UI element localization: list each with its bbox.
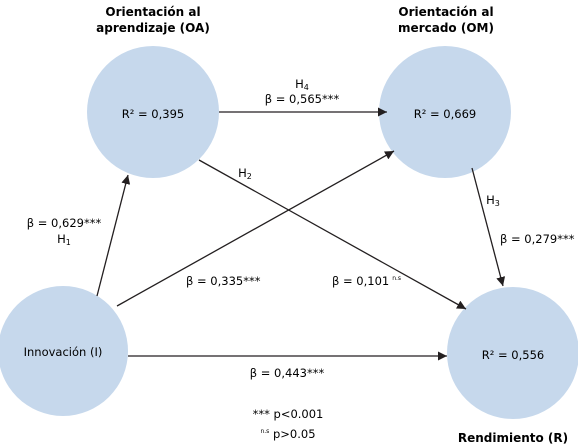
arrow-h2 — [198, 159, 467, 310]
h1-hyp-label: H1 — [57, 232, 71, 247]
oa-r2: R² = 0,395 — [122, 107, 184, 121]
i-r-beta-label: β = 0,443*** — [250, 366, 325, 380]
innovacion-label: Innovación (I) — [24, 345, 103, 359]
h3-beta-label: β = 0,279*** — [500, 232, 575, 246]
h2-hyp-label: H2 — [238, 166, 252, 181]
arrow-i-om — [116, 150, 395, 307]
i-om-beta-label: β = 0,335*** — [186, 274, 261, 288]
node-oa — [87, 46, 219, 178]
h1-beta-label: β = 0,629*** — [27, 216, 102, 230]
node-rendimiento — [447, 287, 578, 419]
h3-hyp-label: H3 — [486, 193, 500, 208]
legend-non-significant: n.s p>0.05 — [260, 427, 315, 441]
arrow-h1 — [96, 174, 131, 297]
legend-significance: *** p<0.001 — [253, 407, 324, 421]
oa-title-line2: aprendizaje (OA) — [96, 21, 210, 35]
om-title-line2: mercado (OM) — [398, 21, 494, 35]
h4-hyp-label: H4 — [295, 77, 309, 92]
rendimiento-title: Rendimiento (R) — [458, 431, 568, 445]
rendimiento-r2: R² = 0,556 — [482, 348, 544, 362]
node-innovacion — [0, 286, 128, 416]
h4-beta-label: β = 0,565*** — [265, 92, 340, 106]
arrow-h3 — [471, 167, 506, 287]
om-title-line1: Orientación al — [398, 5, 493, 19]
oa-title-line1: Orientación al — [105, 5, 200, 19]
node-om — [379, 46, 511, 178]
om-r2: R² = 0,669 — [414, 107, 476, 121]
